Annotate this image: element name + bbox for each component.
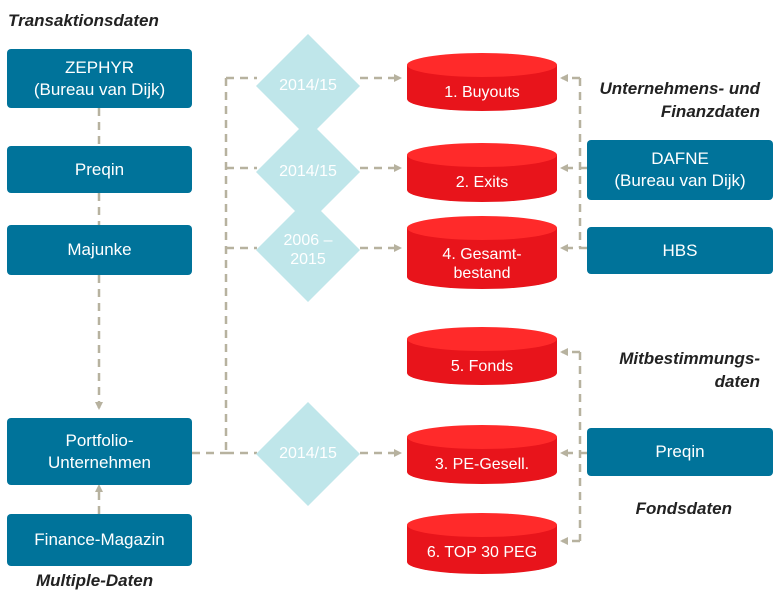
source-dafne-line1: DAFNE — [651, 149, 709, 168]
database-label-total-line2: bestand — [453, 265, 511, 282]
database-label-funds: 5. Fonds — [450, 358, 514, 375]
database-label-total: 4. Gesamt- bestand — [407, 245, 557, 283]
heading-company-line1: Unternehmens- und — [599, 79, 760, 98]
database-exits — [407, 143, 557, 202]
heading-multiple-data: Multiple-Daten — [36, 571, 154, 590]
period-diamond-buyouts — [256, 34, 360, 138]
database-funds — [407, 327, 557, 385]
source-preqin-right: Preqin — [587, 428, 773, 476]
source-preqin-right-label: Preqin — [655, 442, 705, 461]
heading-codetermination-data: Mitbestimmungs- daten — [590, 347, 760, 393]
database-buyouts — [407, 53, 557, 111]
database-label-top30: 6. TOP 30 PEG — [426, 544, 538, 561]
source-finance-magazin: Finance-Magazin — [7, 514, 192, 566]
source-majunke: Majunke — [7, 225, 192, 275]
source-majunke-label: Majunke — [67, 240, 132, 259]
source-zephyr: ZEPHYR (Bureau van Dijk) — [7, 49, 192, 108]
period-label-pe: 2014/15 — [279, 445, 337, 462]
heading-company-line2: Finanzdaten — [660, 102, 760, 121]
heading-fund-data: Fondsdaten — [635, 499, 732, 518]
period-label-total-line2: 2015 — [290, 251, 326, 268]
period-label-total-line1: 2006 – — [283, 232, 333, 249]
database-total — [407, 216, 557, 289]
source-hbs-label: HBS — [662, 240, 698, 260]
database-top30 — [407, 513, 557, 574]
database-label-total-line1: 4. Gesamt- — [442, 246, 522, 263]
heading-codetermination-line2: daten — [714, 372, 760, 391]
database-label-exits: 2. Exits — [455, 174, 509, 191]
source-finance-magazin-label: Finance-Magazin — [34, 530, 165, 549]
source-preqin-left: Preqin — [7, 146, 192, 193]
source-hbs: HBS — [587, 227, 773, 274]
database-pe — [407, 425, 557, 484]
source-zephyr-line2: (Bureau van Dijk) — [33, 79, 166, 99]
heading-company-financial-data: Unternehmens- und Finanzdaten — [590, 77, 760, 123]
source-portfolio-companies: Portfolio- Unternehmen — [7, 418, 192, 485]
period-label-buyouts: 2014/15 — [279, 77, 337, 94]
source-dafne-line2: (Bureau van Dijk) — [614, 171, 746, 190]
database-label-pe: 3. PE-Gesell. — [434, 456, 530, 473]
heading-transaction-data: Transaktionsdaten — [8, 11, 159, 30]
source-portfolio-line2: Unternehmen — [47, 452, 151, 472]
period-label-exits: 2014/15 — [279, 163, 337, 180]
period-diamond-pe — [256, 402, 360, 506]
heading-codetermination-line1: Mitbestimmungs- — [619, 349, 760, 368]
period-diamond-total — [256, 198, 360, 302]
period-diamond-exits — [256, 120, 360, 224]
database-label-buyouts: 1. Buyouts — [444, 84, 520, 101]
period-label-total: 2006 – 2015 — [258, 231, 358, 269]
source-zephyr-line1: ZEPHYR — [65, 57, 134, 77]
source-preqin-left-label: Preqin — [74, 159, 125, 179]
source-portfolio-line1: Portfolio- — [65, 430, 134, 450]
source-dafne: DAFNE (Bureau van Dijk) — [587, 140, 773, 200]
